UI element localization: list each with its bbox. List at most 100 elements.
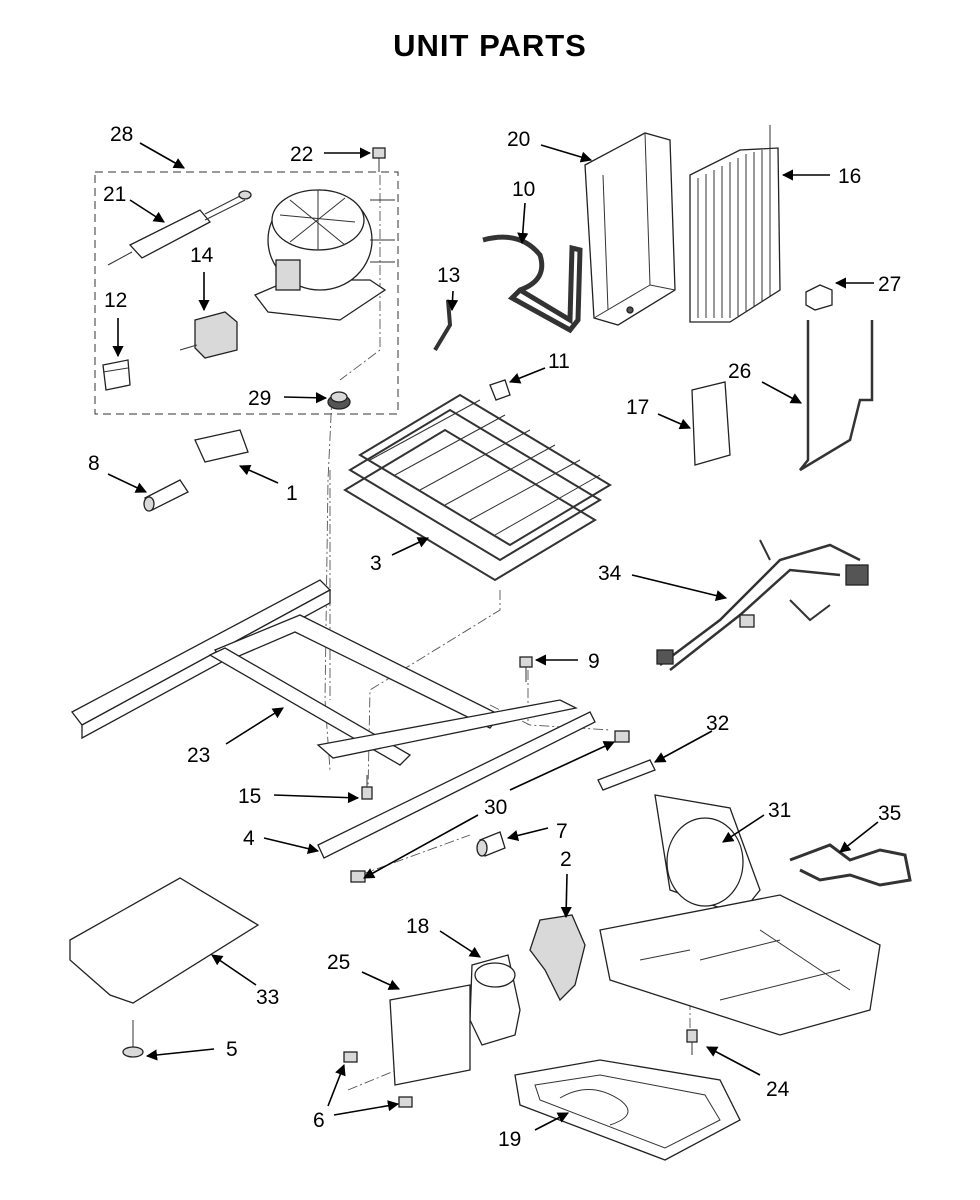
callout-19: 19 <box>498 1112 569 1151</box>
svg-text:10: 10 <box>512 178 535 201</box>
callout-15: 15 <box>238 785 360 808</box>
svg-text:29: 29 <box>248 387 271 410</box>
compressor-part <box>253 189 395 321</box>
svg-text:25: 25 <box>327 951 350 974</box>
callout-28: 28 <box>110 123 185 169</box>
svg-text:3: 3 <box>370 552 382 575</box>
svg-text:17: 17 <box>626 396 649 419</box>
fan-blade-part <box>529 914 586 1002</box>
relay-part <box>179 311 238 359</box>
drier-part <box>107 190 252 266</box>
callout-6: 6 <box>313 1063 346 1132</box>
overload-part <box>102 359 131 391</box>
callout-5: 5 <box>145 1038 238 1061</box>
callout-4: 4 <box>243 827 320 855</box>
insulation-pad-part <box>69 877 260 1004</box>
svg-text:33: 33 <box>256 986 279 1009</box>
compressor-kit-outline <box>94 171 399 415</box>
bolt-part <box>372 147 386 172</box>
diagram-title: UNIT PARTS <box>393 28 587 63</box>
svg-text:12: 12 <box>104 289 127 312</box>
svg-text:4: 4 <box>243 827 255 850</box>
callout-20: 20 <box>507 128 593 163</box>
callout-35: 35 <box>839 802 901 853</box>
clip-part <box>805 284 833 311</box>
evaporator-cover-part <box>584 132 676 326</box>
svg-text:18: 18 <box>406 915 429 938</box>
callout-2: 2 <box>560 848 572 919</box>
svg-text:9: 9 <box>588 650 600 673</box>
machine-floor-part <box>599 894 881 1036</box>
callout-1: 1 <box>238 465 298 505</box>
condenser-part <box>689 125 781 323</box>
assembly-line <box>359 834 471 876</box>
callout-10: 10 <box>512 178 535 245</box>
svg-text:15: 15 <box>238 785 261 808</box>
grommet-part <box>327 391 351 410</box>
assembly-line <box>324 175 381 771</box>
callout-32: 32 <box>654 712 729 763</box>
callout-29: 29 <box>248 387 328 410</box>
bracket-part <box>691 381 731 466</box>
svg-text:16: 16 <box>838 165 861 188</box>
svg-text:6: 6 <box>313 1109 325 1132</box>
svg-text:32: 32 <box>706 712 729 735</box>
callout-3: 3 <box>370 537 430 575</box>
svg-text:7: 7 <box>556 820 568 843</box>
insulation-tube-part <box>143 479 189 512</box>
callout-25: 25 <box>327 951 401 990</box>
callout-14: 14 <box>190 244 214 312</box>
spacer-part <box>476 831 506 857</box>
callout-13: 13 <box>437 264 460 312</box>
svg-text:23: 23 <box>187 744 210 767</box>
drain-pan-part <box>514 1059 741 1161</box>
callout-18: 18 <box>406 915 481 958</box>
svg-text:13: 13 <box>437 264 460 287</box>
screw-part-15 <box>361 775 373 800</box>
svg-text:34: 34 <box>598 562 622 585</box>
leveler-part <box>122 1020 144 1058</box>
svg-text:19: 19 <box>498 1128 521 1151</box>
callout-12: 12 <box>104 289 127 358</box>
svg-text:8: 8 <box>88 452 100 475</box>
motor-bracket-part <box>389 984 471 1086</box>
base-frame-part <box>71 579 578 766</box>
svg-text:24: 24 <box>766 1078 790 1101</box>
svg-text:31: 31 <box>768 799 791 822</box>
svg-text:22: 22 <box>290 143 313 166</box>
svg-text:30: 30 <box>484 796 507 819</box>
tube-part <box>482 234 583 334</box>
svg-text:2: 2 <box>560 848 572 871</box>
callout-6b <box>333 1100 400 1116</box>
callout-9: 9 <box>534 650 600 673</box>
callout-31: 31 <box>722 799 791 843</box>
callout-11: 11 <box>508 350 570 384</box>
callout-30: 30 <box>363 741 616 879</box>
tape-part <box>194 429 249 463</box>
svg-text:14: 14 <box>190 244 214 267</box>
svg-text:11: 11 <box>548 350 570 373</box>
tube-assembly-part <box>789 843 912 887</box>
tube-small-part <box>433 299 453 352</box>
screw-part <box>519 656 533 682</box>
callout-21: 21 <box>103 183 165 223</box>
callout-34: 34 <box>598 562 728 602</box>
callout-26: 26 <box>728 360 802 404</box>
fan-shroud-part <box>654 794 761 916</box>
svg-text:26: 26 <box>728 360 751 383</box>
svg-text:27: 27 <box>878 273 901 296</box>
svg-text:1: 1 <box>286 482 298 505</box>
callout-16: 16 <box>781 165 861 188</box>
clip-small-part <box>489 379 511 401</box>
callout-7: 7 <box>506 820 568 843</box>
rail-part <box>317 711 596 859</box>
svg-text:20: 20 <box>507 128 530 151</box>
svg-text:21: 21 <box>103 183 126 206</box>
screw-part-24 <box>686 1029 698 1055</box>
callout-22: 22 <box>290 143 372 166</box>
callout-17: 17 <box>626 396 692 430</box>
wire-harness-part <box>656 539 869 671</box>
callout-33: 33 <box>211 954 279 1009</box>
capillary-part <box>799 320 874 472</box>
